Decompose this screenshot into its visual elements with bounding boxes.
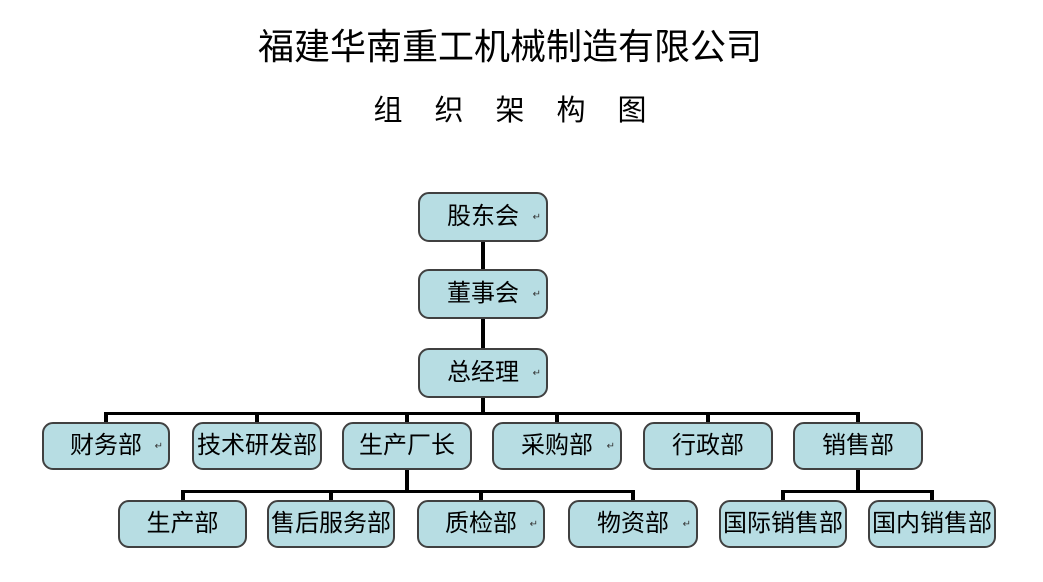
org-node-guoneixiaoshoubu[interactable]: 国内销售部 xyxy=(868,500,996,548)
connector-line xyxy=(856,415,860,422)
org-node-label: 国内销售部 xyxy=(872,511,992,537)
org-node-label: 物资部 xyxy=(597,511,669,537)
org-node-label: 生产部 xyxy=(146,511,219,537)
org-node-label: 国际销售部 xyxy=(723,511,843,537)
line-break-mark-icon: ↵ xyxy=(606,441,615,453)
org-node-label: 售后服务部 xyxy=(271,511,391,537)
org-node-shengchanchangzhang[interactable]: 生产厂长 xyxy=(342,422,472,470)
connector-line xyxy=(781,490,934,493)
org-node-gudonghui[interactable]: 股东会 ↵ xyxy=(418,192,548,242)
connector-line xyxy=(405,415,409,422)
org-node-zhijianbu[interactable]: 质检部 ↵ xyxy=(417,500,545,548)
connector-line xyxy=(930,493,934,500)
org-node-label: 财务部 xyxy=(70,433,142,459)
connector-line xyxy=(781,493,785,500)
page-title: 福建华南重工机械制造有限公司 xyxy=(257,27,762,67)
line-break-mark-icon: ↵ xyxy=(532,212,541,224)
connector-line xyxy=(405,470,409,493)
org-node-shengchanbu[interactable]: 生产部 xyxy=(118,500,247,548)
org-node-caigoubu[interactable]: 采购部 ↵ xyxy=(492,422,622,470)
connector-line xyxy=(856,470,860,493)
connector-line xyxy=(481,319,485,348)
org-node-label: 总经理 xyxy=(447,360,519,386)
line-break-mark-icon: ↵ xyxy=(532,368,541,380)
org-node-label: 销售部 xyxy=(822,433,894,459)
connector-line xyxy=(104,412,860,415)
org-node-label: 股东会 xyxy=(447,204,519,230)
connector-line xyxy=(555,415,559,422)
org-node-label: 生产厂长 xyxy=(359,433,455,459)
org-node-label: 董事会 xyxy=(447,281,519,307)
line-break-mark-icon: ↵ xyxy=(154,441,163,453)
org-node-xiaoshoubu[interactable]: 销售部 xyxy=(793,422,923,470)
org-node-label: 采购部 xyxy=(521,433,593,459)
org-node-caiwubu[interactable]: 财务部 ↵ xyxy=(42,422,170,470)
connector-line xyxy=(481,398,485,415)
page-subtitle: 组织架构图 xyxy=(373,95,679,127)
connector-line xyxy=(180,490,635,493)
org-node-xingzhengbu[interactable]: 行政部 xyxy=(643,422,773,470)
connector-line xyxy=(631,493,635,500)
org-node-guojixiaoshoubu[interactable]: 国际销售部 xyxy=(719,500,847,548)
org-node-jishuyanfabu[interactable]: 技术研发部 xyxy=(192,422,322,470)
org-node-label: 质检部 xyxy=(445,511,517,537)
line-break-mark-icon: ↵ xyxy=(532,289,541,301)
line-break-mark-icon: ↵ xyxy=(682,519,691,531)
connector-line xyxy=(180,493,185,500)
connector-line xyxy=(706,415,710,422)
connector-line xyxy=(481,242,485,269)
org-node-wuzibu[interactable]: 物资部 ↵ xyxy=(568,500,698,548)
connector-line xyxy=(104,415,108,422)
org-node-shouhoufuwubu[interactable]: 售后服务部 xyxy=(267,500,395,548)
org-node-zongjingli[interactable]: 总经理 ↵ xyxy=(418,348,548,398)
org-node-dongshihui[interactable]: 董事会 ↵ xyxy=(418,269,548,319)
org-node-label: 技术研发部 xyxy=(197,433,317,459)
line-break-mark-icon: ↵ xyxy=(529,519,538,531)
org-node-label: 行政部 xyxy=(672,433,744,459)
connector-line xyxy=(329,493,333,500)
connector-line xyxy=(479,493,483,500)
connector-line xyxy=(255,415,259,422)
